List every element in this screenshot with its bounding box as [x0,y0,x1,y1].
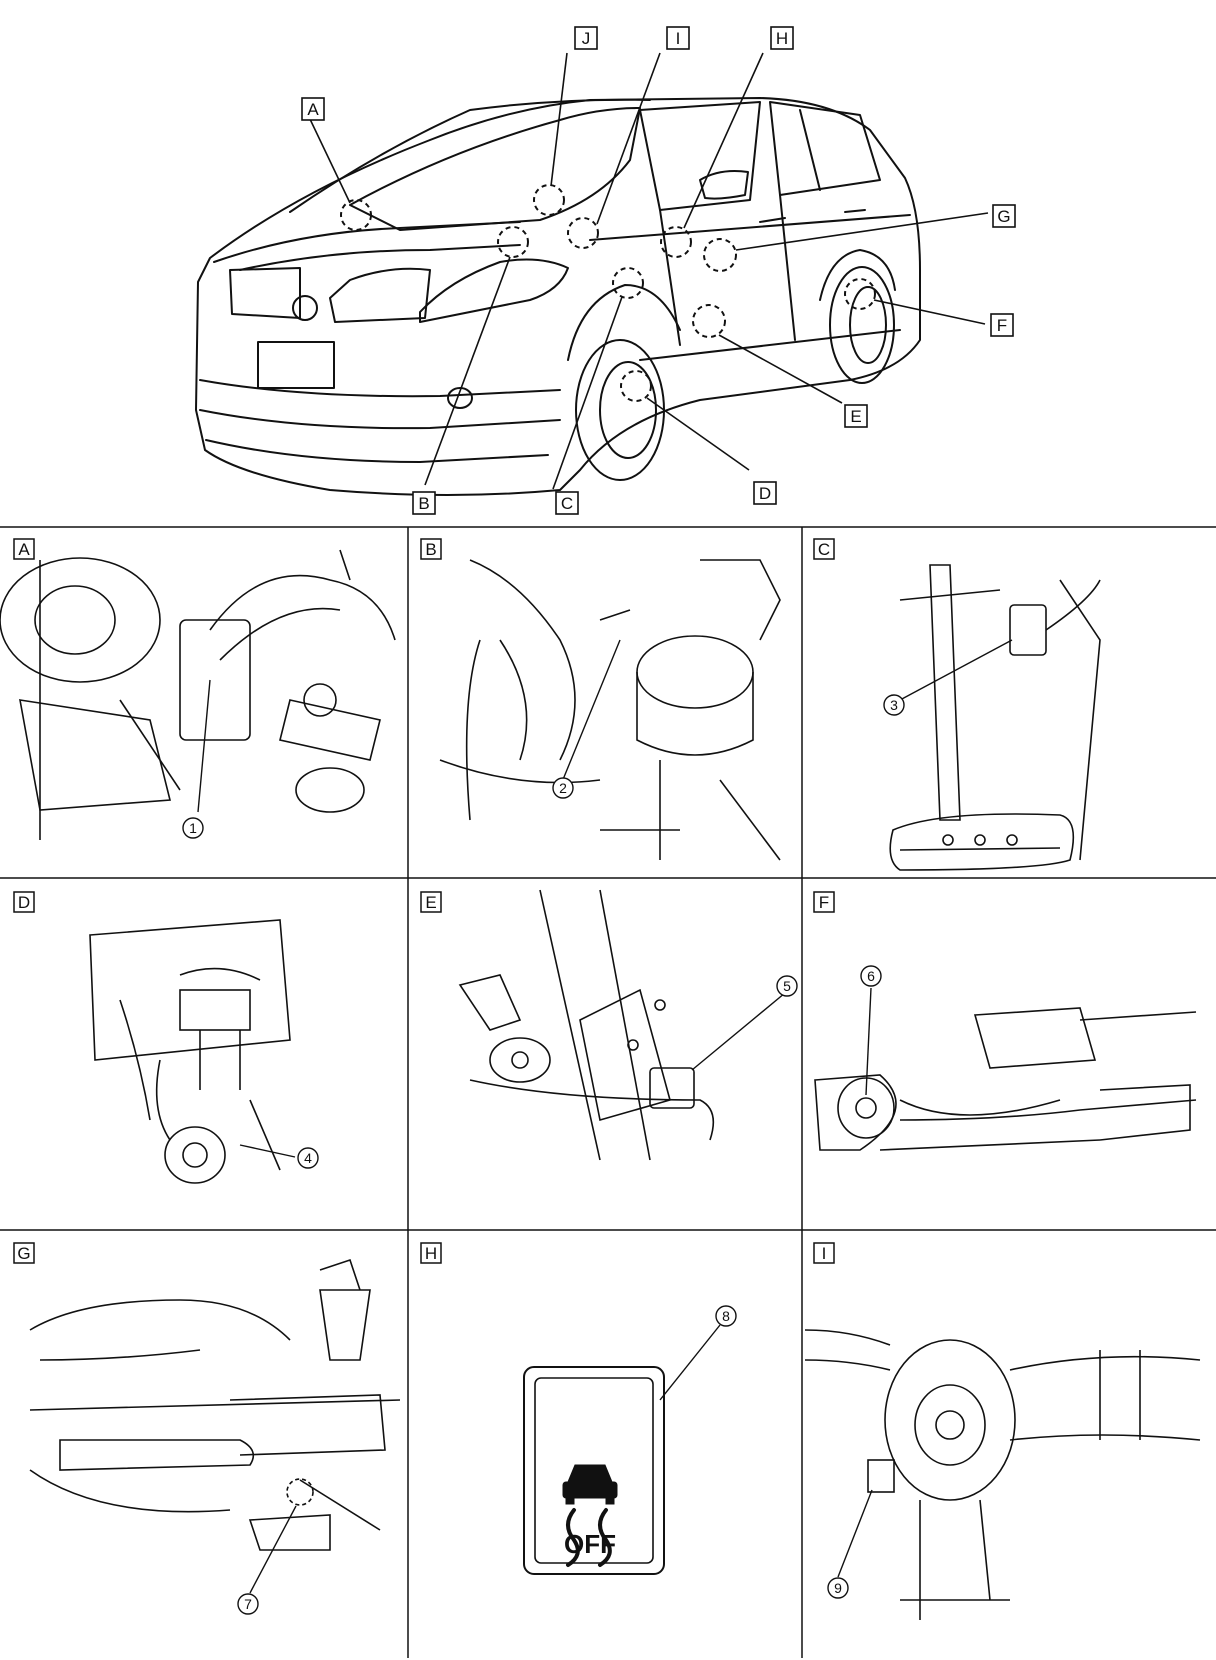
callout-5: 5 [776,975,798,997]
car-overview-illustration [195,97,921,496]
rear-wheel-sensor-drawing [814,1007,1197,1151]
svg-text:I: I [676,29,681,48]
brake-pedal-drawing [889,564,1101,871]
engine-bay-drawing-a [0,549,396,840]
front-wheel-sensor-drawing [89,919,291,1184]
panel-i-label: I [813,1242,835,1264]
skid-car-icon [562,1464,618,1505]
skid-marks-icon [566,1508,612,1567]
panel-c-label: C [813,538,835,560]
label-box-a: A [301,97,325,121]
location-marker-g [703,238,737,272]
svg-text:1: 1 [189,820,197,836]
callout-3: 3 [883,694,905,716]
panel-c: C 3 [813,538,1101,871]
panel-i: I 9 [804,1242,1201,1620]
callout-8: 8 [715,1305,737,1327]
svg-text:G: G [17,1244,30,1263]
svg-text:B: B [418,494,429,513]
panel-b: B 2 [420,538,781,861]
location-markers [340,184,876,402]
panel-d: D 4 [13,891,319,1184]
svg-text:A: A [307,100,319,119]
label-box-g: G [992,204,1016,228]
location-marker-e [692,304,726,338]
label-box-h: H [770,26,794,50]
panel-f: F 6 [813,891,1197,1151]
svg-text:C: C [561,494,573,513]
location-marker-f [844,278,876,310]
panel-f-label: F [813,891,835,913]
svg-text:E: E [425,893,436,912]
panel-b-label: B [420,538,442,560]
panel-h: H OFF 8 [420,1242,737,1575]
callout-4: 4 [297,1147,319,1169]
overview-labels: A J I H G F E D C B [301,26,1016,515]
combination-switch-drawing [804,1329,1201,1620]
location-marker-g-detail [286,1478,314,1506]
svg-text:F: F [819,893,829,912]
steering-angle-sensor-bracket-drawing [458,889,715,1161]
svg-text:6: 6 [867,968,875,984]
location-marker-c [612,267,644,299]
svg-text:B: B [425,540,436,559]
callout-2: 2 [552,777,574,799]
label-box-c: C [555,491,579,515]
svg-text:D: D [18,893,30,912]
svg-text:8: 8 [722,1308,730,1324]
svg-text:5: 5 [783,978,791,994]
svg-text:J: J [582,29,591,48]
center-console-drawing [29,1258,401,1551]
callout-9: 9 [827,1577,849,1599]
vdc-off-switch: OFF [523,1366,665,1575]
panel-a: A 1 [0,538,396,840]
label-box-i: I [666,26,690,50]
svg-text:G: G [997,207,1010,226]
svg-text:I: I [822,1244,827,1263]
panel-a-label: A [13,538,35,560]
svg-text:4: 4 [304,1150,312,1166]
panel-grid [0,526,1216,1658]
label-box-e: E [844,404,868,428]
callout-6: 6 [860,965,882,987]
vdc-off-text: OFF [564,1529,616,1559]
panel-d-label: D [13,891,35,913]
svg-text:A: A [18,540,30,559]
location-marker-h [660,226,692,258]
callout-1: 1 [182,817,204,839]
location-marker-a [340,199,372,231]
svg-text:3: 3 [890,697,898,713]
svg-text:E: E [850,407,861,426]
location-marker-b [497,226,529,258]
engine-bay-drawing-b [439,559,781,861]
svg-text:9: 9 [834,1580,842,1596]
label-box-b: B [412,491,436,515]
leader-lines [308,52,989,490]
panel-e-label: E [420,891,442,913]
label-box-d: D [753,481,777,505]
label-box-j: J [574,26,598,50]
svg-text:H: H [425,1244,437,1263]
svg-text:2: 2 [559,780,567,796]
panel-e: E 5 [420,889,798,1161]
panel-g: G 7 [13,1242,401,1615]
location-marker-j [533,184,565,216]
svg-text:F: F [997,316,1007,335]
svg-text:7: 7 [244,1596,252,1612]
panel-h-label: H [420,1242,442,1264]
svg-text:H: H [776,29,788,48]
svg-text:D: D [759,484,771,503]
svg-text:C: C [818,540,830,559]
location-marker-i [567,217,599,249]
panel-g-label: G [13,1242,35,1264]
label-box-f: F [990,313,1014,337]
callout-7: 7 [237,1593,259,1615]
location-marker-d [620,370,652,402]
